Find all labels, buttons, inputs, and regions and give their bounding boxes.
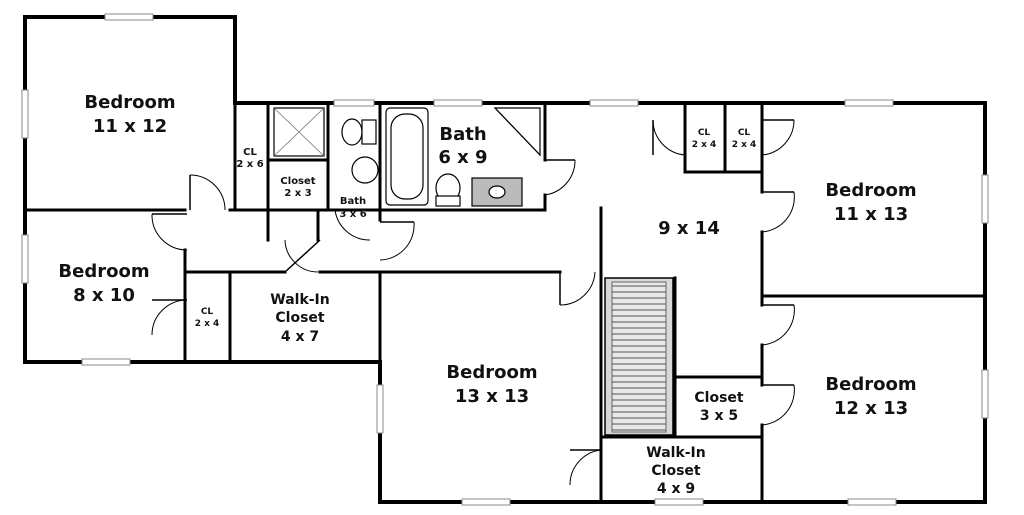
- cl-left-name: CL: [201, 307, 214, 317]
- walkin-left-name: Walk-In: [270, 292, 330, 308]
- bedroom-right-top-size: 11 x 13: [834, 204, 908, 225]
- cl-top-left-size: 2 x 6: [236, 159, 263, 170]
- walkin-bottom-name: Walk-In: [646, 445, 706, 461]
- bedroom-right-bottom-size: 12 x 13: [834, 398, 908, 419]
- bedroom-top-left-size: 11 x 12: [93, 116, 167, 137]
- room-labels: Bedroom 11 x 12 CL 2 x 6 Closet 2 x 3 Ba…: [58, 92, 916, 497]
- cl-hall-b-name: CL: [738, 128, 751, 138]
- bath-fixtures: [273, 107, 541, 207]
- windows: [21, 13, 989, 506]
- walkin-left-size: 4 x 7: [281, 329, 319, 345]
- walkin-left-name2: Closet: [275, 310, 325, 326]
- stair-treads: [612, 285, 666, 431]
- bedroom-right-bottom-name: Bedroom: [825, 374, 916, 395]
- bedroom-right-top-name: Bedroom: [825, 180, 916, 201]
- cl-hall-a-size: 2 x 4: [692, 140, 717, 150]
- hall-size: 9 x 14: [658, 218, 720, 239]
- closet-small-size: 2 x 3: [284, 188, 311, 199]
- sink-icon: [351, 156, 379, 184]
- cl-hall-b-size: 2 x 4: [732, 140, 757, 150]
- closet-small-name: Closet: [280, 176, 315, 187]
- staircase: [604, 277, 674, 436]
- walkin-bottom-name2: Closet: [651, 463, 701, 479]
- bath-small-name: Bath: [340, 196, 366, 207]
- cl-hall-a-name: CL: [698, 128, 711, 138]
- cl-top-left-name: CL: [243, 147, 257, 158]
- closet-right-name: Closet: [694, 390, 744, 406]
- toilet-icon: [341, 118, 363, 146]
- bedroom-top-left-name: Bedroom: [84, 92, 175, 113]
- cl-left-size: 2 x 4: [195, 319, 220, 329]
- exterior-walls: [23, 15, 987, 504]
- doors: [151, 119, 795, 486]
- bedroom-center-name: Bedroom: [446, 362, 537, 383]
- walkin-bottom-size: 4 x 9: [657, 481, 695, 497]
- bedroom-left-size: 8 x 10: [73, 285, 135, 306]
- bath-main-size: 6 x 9: [438, 147, 487, 168]
- bedroom-center-size: 13 x 13: [455, 386, 529, 407]
- bath-small-size: 3 x 6: [339, 209, 366, 220]
- closet-right-size: 3 x 5: [700, 408, 738, 424]
- bedroom-left-name: Bedroom: [58, 261, 149, 282]
- bath-main-name: Bath: [439, 124, 486, 145]
- interior-walls: [23, 101, 987, 504]
